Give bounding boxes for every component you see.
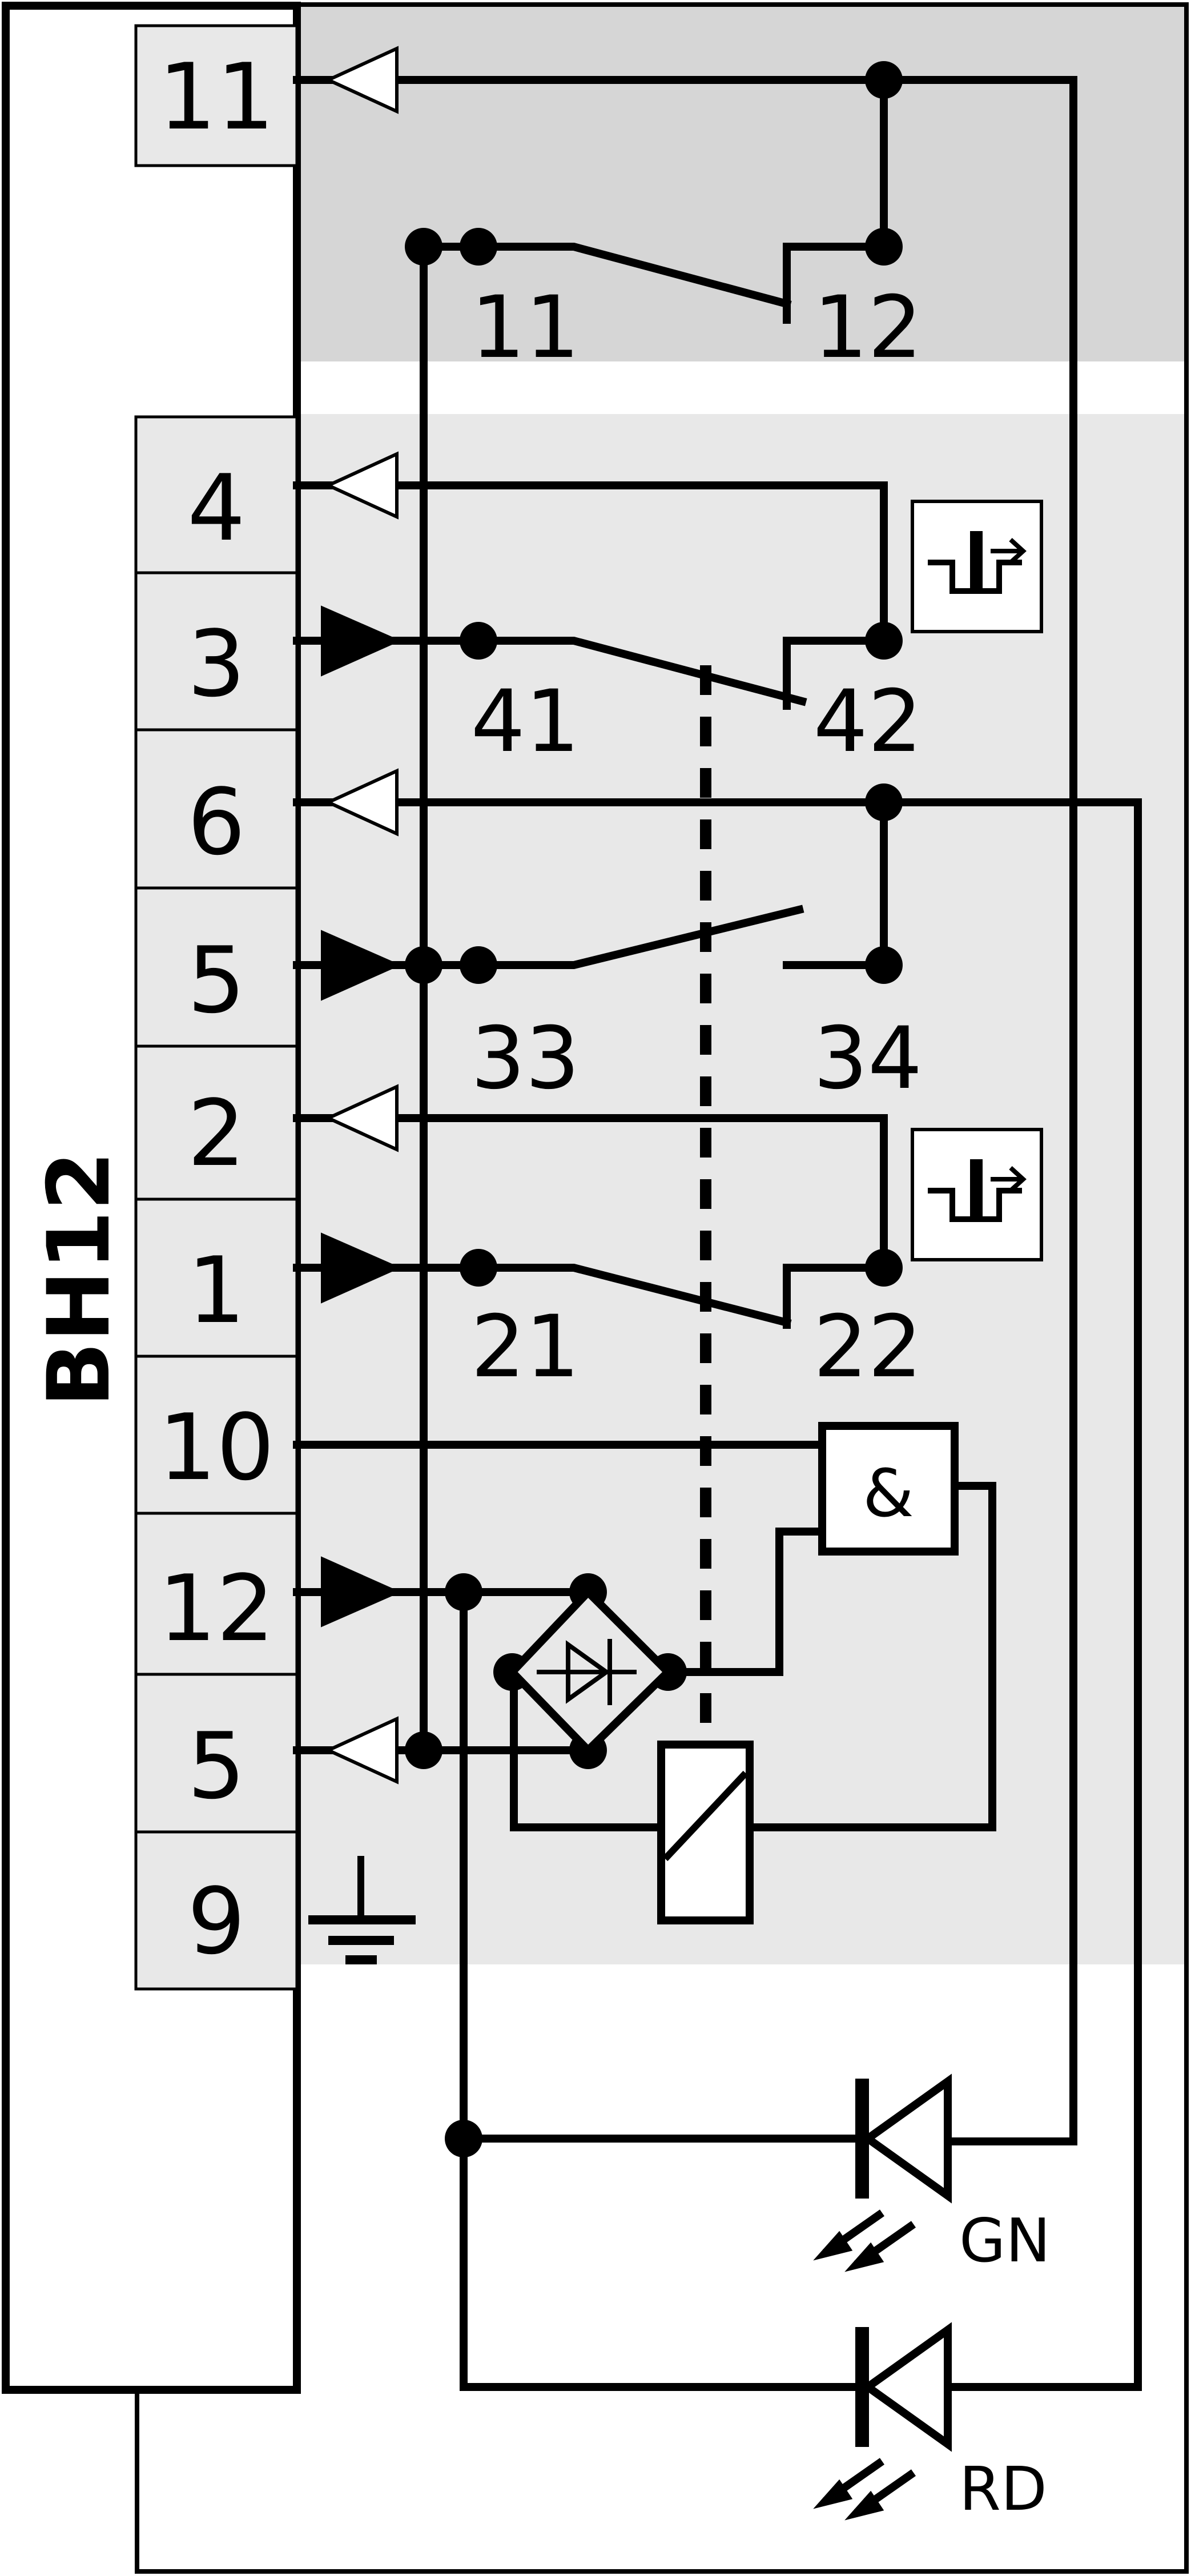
input-arrow-1 <box>321 1232 401 1304</box>
terminal-label-3: 3 <box>187 610 246 717</box>
output-arrow-6 <box>324 768 399 837</box>
terminal-block <box>134 24 299 1991</box>
device-label: BH12 <box>30 1151 129 1408</box>
terminal-label-5b: 5 <box>187 1713 246 1819</box>
input-arrow-12 <box>321 1556 401 1627</box>
output-arrow-11 <box>324 46 399 114</box>
terminal-box-2 <box>134 1044 299 1201</box>
contact-label-34: 34 <box>814 1009 923 1108</box>
ground-icon <box>308 1856 416 1964</box>
terminal-label-1: 1 <box>187 1237 246 1344</box>
terminal-label-10: 10 <box>158 1394 275 1501</box>
terminal-label-12: 12 <box>158 1555 275 1662</box>
input-arrow-5a <box>321 930 401 1001</box>
terminal-box-3 <box>134 571 299 732</box>
output-arrow-4 <box>324 451 399 520</box>
output-arrow-5b <box>324 1716 399 1785</box>
terminal-label-9: 9 <box>187 1868 246 1975</box>
terminal-box-1 <box>134 1197 299 1358</box>
io-arrows <box>321 46 401 1785</box>
input-arrow-3 <box>321 605 401 677</box>
terminal-label-5a: 5 <box>187 927 246 1034</box>
terminal-box-4 <box>134 415 299 574</box>
terminal-label-6: 6 <box>187 769 246 875</box>
contact-label-22: 22 <box>814 1297 923 1397</box>
terminal-box-5b <box>134 1673 299 1834</box>
relay-coil <box>657 1741 754 1924</box>
contact-label-41: 41 <box>471 672 580 771</box>
wires <box>293 76 1142 2391</box>
actuator-symbol-icon <box>911 500 1043 633</box>
and-gate <box>818 1422 959 1556</box>
actuator-symbol-icon <box>911 1128 1043 1261</box>
contact-label-11: 11 <box>471 278 580 377</box>
terminal-label-2: 2 <box>187 1080 246 1187</box>
terminal-box-9 <box>134 1830 299 1991</box>
green-led <box>813 2073 952 2272</box>
upper-shaded-region <box>297 5 1186 361</box>
output-arrow-2 <box>324 1084 399 1152</box>
light-emission-icon <box>813 2209 916 2272</box>
red-led <box>813 2322 952 2521</box>
contact-label-33: 33 <box>471 1009 580 1108</box>
light-emission-icon <box>813 2458 916 2521</box>
terminal-label-11: 11 <box>158 43 275 150</box>
contact-label-42: 42 <box>814 672 923 771</box>
lower-shaded-region <box>297 414 1186 1964</box>
terminal-label-4: 4 <box>187 455 246 561</box>
diode-icon <box>566 1640 610 1704</box>
and-gate-symbol: & <box>863 1456 914 1532</box>
terminal-box-12 <box>134 1512 299 1676</box>
contact-label-21: 21 <box>471 1297 580 1397</box>
rectifier-bridge <box>506 1586 674 1756</box>
terminal-box-10 <box>134 1355 299 1515</box>
led-label-rd: RD <box>959 2454 1047 2524</box>
led-label-gn: GN <box>959 2206 1051 2276</box>
contact-label-12: 12 <box>814 278 923 377</box>
terminal-box-5a <box>134 886 299 1048</box>
terminal-box-11 <box>134 24 299 167</box>
